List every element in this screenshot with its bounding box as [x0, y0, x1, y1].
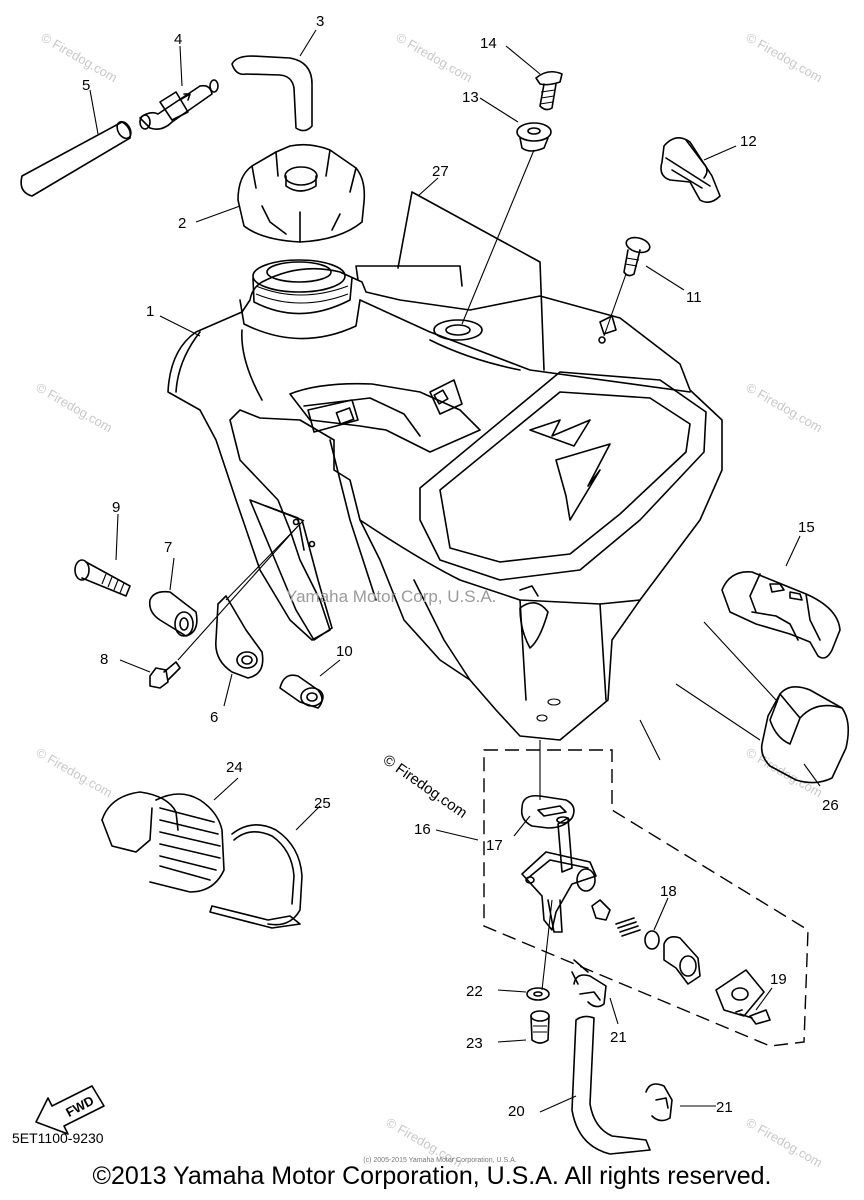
- part-label: 15: [798, 519, 815, 536]
- grommet-part-13: [516, 122, 552, 152]
- fuel-tank-part-1: [167, 259, 723, 741]
- part-label: 21: [716, 1099, 733, 1116]
- collar-part-10: [279, 674, 324, 709]
- fuel-hose-part-20: [571, 1015, 651, 1155]
- part-label: 2: [178, 215, 186, 232]
- part-label: 11: [686, 289, 702, 306]
- part-label: 20: [508, 1103, 525, 1120]
- part-label: 16: [414, 821, 431, 838]
- clip-part-21b: [645, 1083, 673, 1122]
- tilted-watermark: © Firedog.com: [380, 751, 471, 821]
- hose-part-24: [101, 791, 225, 893]
- clip-part-21: [571, 959, 607, 1008]
- watermark: © Firedog.com: [744, 745, 826, 801]
- watermark: © Firedog.com: [34, 745, 116, 801]
- damper-part-7: [148, 590, 198, 637]
- drawing-code: 5ET1100-9230: [12, 1130, 104, 1146]
- part-label: 9: [112, 499, 120, 516]
- washer-part-22: [526, 987, 550, 1001]
- part-label: 13: [462, 89, 479, 106]
- watermark: © Firedog.com: [744, 380, 826, 436]
- part-label: 25: [314, 795, 331, 812]
- watermark: © Firedog.com: [34, 380, 116, 436]
- part-label: 4: [174, 31, 182, 48]
- small-credit: (c) 2005-2015 Yamaha Motor Corporation, …: [363, 1157, 517, 1164]
- watermark: © Firedog.com: [39, 30, 121, 86]
- part-label: 24: [226, 759, 243, 776]
- bolt-part-9: [74, 559, 131, 597]
- band-part-15: [721, 571, 841, 659]
- watermark: © Firedog.com: [744, 30, 826, 86]
- leader-lines: [89, 29, 821, 1113]
- part-label: 27: [432, 163, 449, 180]
- part-label: 6: [210, 709, 218, 726]
- part-label: 22: [466, 983, 483, 1000]
- part-label: 18: [660, 883, 677, 900]
- fuel-breather-hose-part-3: [231, 55, 313, 132]
- part-label: 12: [740, 133, 757, 150]
- bolt-part-8: [149, 661, 181, 689]
- clamp-part-25: [209, 824, 303, 929]
- watermark: © Firedog.com: [394, 30, 476, 86]
- bracket-part-6: [215, 595, 264, 679]
- petcock-fittings: [591, 899, 771, 1025]
- tube-part-5: [20, 120, 132, 197]
- clip-part-12: [660, 137, 721, 204]
- petcock-assembly-box: [483, 749, 809, 1047]
- screw-part-23: [530, 1010, 550, 1044]
- fwd-label: FWD: [63, 1093, 96, 1120]
- forward-arrow: FWD: [35, 1085, 105, 1135]
- part-label: 3: [316, 13, 324, 30]
- part-label: 21: [610, 1029, 627, 1046]
- part-label: 1: [146, 303, 154, 320]
- tank-cap-part-2: [237, 143, 366, 243]
- part-label: 10: [336, 643, 353, 660]
- part-label: 8: [100, 651, 108, 668]
- check-valve-part-4: [139, 79, 219, 130]
- part-label: 7: [164, 539, 172, 556]
- part-label: 14: [480, 35, 497, 52]
- center-watermark: Yamaha Motor Corp, U.S.A.: [286, 587, 496, 606]
- screw-part-14: [535, 70, 563, 111]
- part-label: 5: [82, 77, 90, 94]
- part-number-labels: 1 2 3 4 5 6 7 8 9 10 11 12 13 14 15 16 1…: [82, 13, 839, 1120]
- fuel-cock-body: [521, 816, 597, 933]
- part-label: 19: [770, 971, 787, 988]
- gasket-part-17: [520, 794, 575, 829]
- damper-part-26: [639, 621, 850, 784]
- screw-part-11: [623, 236, 651, 277]
- copyright-footer: ©2013 Yamaha Motor Corporation, U.S.A. A…: [92, 1162, 772, 1190]
- part-label: 26: [822, 797, 839, 814]
- part-label: 17: [486, 837, 503, 854]
- part-label: 23: [466, 1035, 483, 1052]
- decal-part-27: [355, 191, 545, 371]
